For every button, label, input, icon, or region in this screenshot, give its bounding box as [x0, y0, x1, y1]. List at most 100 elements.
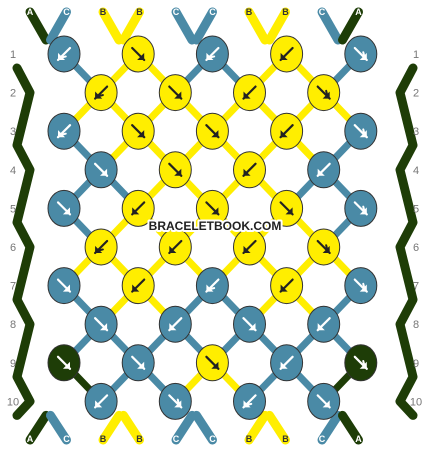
knot-arrow-head: [243, 245, 251, 253]
knot: [158, 228, 192, 266]
knot-arrow-head: [174, 168, 182, 176]
knot: [233, 228, 266, 266]
strand-bottom-3: [119, 410, 144, 445]
watermark-halo: BRACELETBOOK.COM: [149, 219, 282, 233]
knot: [121, 344, 155, 382]
knot-arrow-head: [62, 361, 70, 369]
knot-arrow-turn: [96, 248, 104, 252]
knot: [270, 189, 304, 227]
knot-arrow-head: [169, 245, 177, 253]
knot: [307, 382, 341, 420]
knot-arrow-head: [137, 361, 145, 369]
row-label-left: 8: [10, 319, 16, 331]
knot-arrow-turn: [362, 51, 366, 59]
strand-bottom-5: [192, 410, 217, 445]
knot-arrow-head: [285, 207, 293, 215]
knot-arrow-head: [211, 207, 219, 215]
row-label-right: 3: [413, 126, 419, 138]
knot: [158, 151, 192, 189]
row-label-left: 1: [10, 49, 16, 61]
knot-arrow-turn: [59, 132, 67, 137]
strand-bottom-4: [171, 410, 197, 445]
knot: [47, 35, 81, 73]
strand-letter-top: C: [319, 7, 326, 17]
knot: [121, 35, 155, 73]
strand-top-4: [171, 7, 197, 45]
knot-arrow-head: [137, 130, 145, 138]
strand-bottom-9: [338, 410, 363, 445]
row-label-right: 2: [413, 88, 419, 100]
knot: [270, 267, 304, 305]
row-label-left: 9: [10, 358, 16, 370]
strand-letter-top: B: [100, 7, 107, 17]
row-label-right: 10: [410, 396, 422, 408]
strand-bottom-6: [244, 410, 270, 445]
knot-arrow-turn: [362, 205, 366, 214]
strand-top-9: [338, 7, 363, 45]
strand-top-5: [192, 7, 217, 45]
row-label-left: 5: [10, 203, 16, 215]
knot: [233, 305, 266, 343]
strand-letter-top: B: [246, 7, 253, 17]
knot-arrow-head: [280, 284, 288, 292]
knot: [84, 228, 118, 266]
knot: [270, 112, 304, 150]
knot: [195, 112, 229, 150]
strand-letter-top: C: [63, 7, 70, 17]
knot: [84, 382, 118, 420]
knot: [158, 305, 192, 343]
knot: [233, 382, 266, 420]
strand-letter-top: C: [173, 7, 180, 17]
knot-arrow-head: [211, 130, 219, 138]
knot-arrow-turn: [59, 55, 67, 59]
knot-arrow-turn: [325, 89, 329, 98]
knot: [344, 112, 378, 150]
knot-arrow-head: [317, 168, 325, 176]
strand-bottom-1: [46, 410, 71, 445]
knot: [121, 189, 155, 227]
knot-arrow-head: [62, 207, 70, 215]
row-label-left: 2: [10, 88, 16, 100]
knot-arrow-head: [95, 400, 103, 408]
knot-arrow-turn: [325, 244, 329, 252]
row-label-left: 4: [10, 165, 16, 177]
strand-bottom-8: [317, 410, 343, 445]
knot-arrow-head: [243, 168, 251, 176]
knot: [195, 344, 229, 382]
strand-letter-top: C: [209, 7, 216, 17]
knot-nodes: [47, 35, 378, 420]
knot: [84, 305, 118, 343]
row-label-right: 4: [413, 165, 419, 177]
knot: [344, 267, 378, 305]
strand-top-3: [119, 7, 144, 45]
knot: [84, 74, 118, 112]
knot: [307, 305, 341, 343]
knot: [307, 228, 341, 266]
row-label-left: 10: [7, 396, 19, 408]
row-label-right: 1: [413, 49, 419, 61]
strand-top-8: [317, 7, 343, 45]
knot: [270, 344, 304, 382]
knot: [47, 344, 81, 382]
knot: [47, 189, 81, 227]
knot-arrow-head: [174, 91, 182, 99]
knot-arrow-head: [280, 130, 288, 138]
knot-arrow-head: [322, 400, 330, 408]
knot: [270, 35, 304, 73]
strand-letter-bottom: A: [355, 434, 362, 444]
strand-letter-bottom: C: [319, 434, 326, 444]
edge-strand-right: [395, 63, 418, 420]
knot: [121, 267, 155, 305]
knot: [84, 151, 118, 189]
row-label-right: 6: [413, 242, 419, 254]
knot-arrow-head: [169, 323, 177, 331]
knot: [233, 74, 266, 112]
knot-arrow-head: [243, 91, 251, 99]
row-label-right: 5: [413, 203, 419, 215]
strand-top-0: [25, 7, 51, 45]
knot: [47, 112, 81, 150]
knot-arrow-head: [132, 284, 140, 292]
strand-letter-bottom: C: [173, 434, 180, 444]
